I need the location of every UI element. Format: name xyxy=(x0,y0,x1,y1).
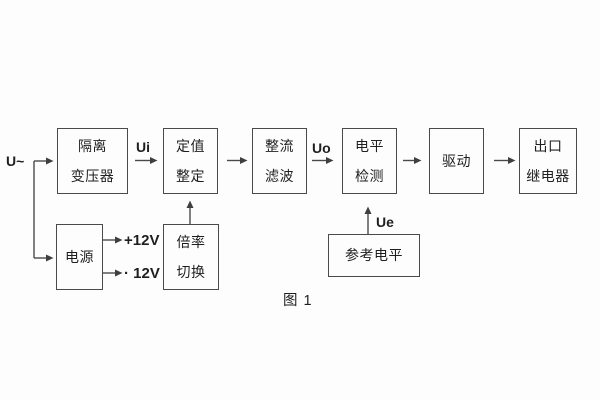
block-level-detect: 电平 检测 xyxy=(342,128,397,194)
block-label: 整定 xyxy=(176,167,205,184)
block-label: 电源 xyxy=(65,248,94,265)
power-output-plus12-label: +12V xyxy=(124,232,160,249)
signal-label-ue: Ue xyxy=(376,214,394,230)
power-output-minus12-label: · 12V xyxy=(124,265,160,282)
block-label: 定值 xyxy=(176,137,205,154)
block-output-relay: 出口 继电器 xyxy=(519,128,577,194)
block-drive: 驱动 xyxy=(429,128,484,194)
input-signal-label: U~ xyxy=(6,153,25,169)
signal-label-uo: Uo xyxy=(312,140,331,156)
figure-caption: 图 1 xyxy=(283,293,313,309)
block-label: 参考电平 xyxy=(345,247,403,263)
block-power-supply: 电源 xyxy=(56,224,103,290)
block-label: 出口 xyxy=(533,137,563,154)
block-reference-level: 参考电平 xyxy=(328,234,420,277)
block-label: 整流 xyxy=(265,137,294,154)
block-ratio-switch: 倍率 切换 xyxy=(163,224,219,290)
block-label: 驱动 xyxy=(442,152,471,169)
block-label: 电平 xyxy=(355,137,384,154)
block-label: 继电器 xyxy=(526,167,570,184)
block-label: 隔离 xyxy=(78,137,107,154)
block-label: 切换 xyxy=(176,263,206,280)
block-label: 变压器 xyxy=(70,167,115,184)
block-label: 倍率 xyxy=(176,233,206,250)
block-setpoint-adjust: 定值 整定 xyxy=(163,128,218,194)
signal-label-ui: Ui xyxy=(136,139,150,155)
block-isolation-transformer: 隔离 变压器 xyxy=(57,128,128,194)
block-label: 检测 xyxy=(355,167,384,184)
block-label: 滤波 xyxy=(265,167,294,184)
block-rectify-filter: 整流 滤波 xyxy=(252,128,307,194)
